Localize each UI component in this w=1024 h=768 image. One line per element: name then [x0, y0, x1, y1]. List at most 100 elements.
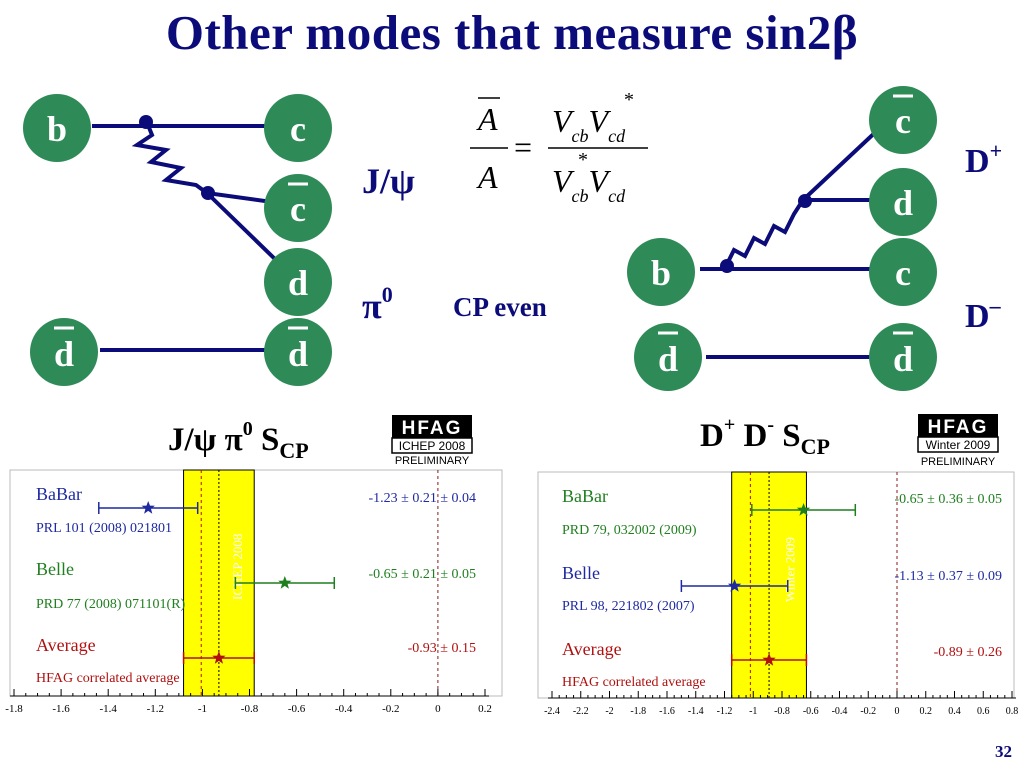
formula-lhs-den: A	[476, 159, 498, 195]
x-tick-label: 0	[895, 706, 900, 717]
quark-cbar-left	[264, 174, 332, 242]
x-tick-label: -1	[749, 706, 757, 717]
hfag-left-name: HFAG	[402, 418, 463, 439]
measurement-belle	[680, 579, 789, 592]
hfag-left-conf: ICHEP 2008	[399, 439, 466, 453]
x-tick-label: -1.2	[717, 706, 733, 717]
quark-b-right	[627, 238, 695, 306]
x-tick-label: 0.4	[948, 706, 961, 717]
jpsi-label: J/ψ	[362, 161, 415, 201]
hfag-right-name: HFAG	[928, 417, 989, 438]
right-vertex-top	[798, 194, 812, 208]
left-average-value: -0.93 ± 0.15	[408, 641, 476, 656]
amplitude-ratio-formula: A A = VcbVcd * VcbVcd *	[470, 89, 648, 206]
chart-jpsi-pi0: J/ψ π0 SCP HFAG ICHEP 2008 PRELIMINARY I…	[5, 415, 503, 715]
left-vertex-top	[139, 115, 153, 129]
quark-d-left	[264, 248, 332, 316]
quark-cbar-right	[869, 86, 937, 154]
left-belle-name: Belle	[36, 559, 74, 579]
chart-right-labels: BaBar PRD 79, 032002 (2009) Belle PRL 98…	[562, 486, 1002, 690]
x-tick-label: -0.4	[335, 703, 353, 715]
x-tick-label: -1.2	[147, 703, 164, 715]
quark-b-right-label: b	[651, 253, 671, 293]
left-babar-ref: PRL 101 (2008) 021801	[36, 521, 172, 536]
right-vertex-bottom	[720, 259, 734, 273]
formula-num-star: *	[624, 89, 634, 111]
chart-right-title: D+ D- SCP	[700, 414, 830, 459]
x-tick-label: -1.4	[99, 703, 117, 715]
star-marker	[278, 576, 292, 589]
right-belle-ref: PRL 98, 221802 (2007)	[562, 599, 695, 614]
left-diagram-lines	[92, 119, 280, 352]
x-tick-label: -0.6	[803, 706, 819, 717]
right-babar-value: -0.65 ± 0.36 ± 0.05	[894, 492, 1002, 507]
x-tick-label: -1.4	[688, 706, 704, 717]
left-babar-value: -1.23 ± 0.21 ± 0.04	[368, 491, 476, 506]
left-vertex-bottom	[201, 186, 215, 200]
star-marker	[762, 653, 776, 666]
band-label: ICHEP 2008	[230, 534, 245, 600]
x-tick-label: -2.4	[544, 706, 560, 717]
hfag-badge-right: HFAG Winter 2009 PRELIMINARY	[917, 414, 999, 468]
x-tick-label: -0.4	[832, 706, 848, 717]
right-w-boson	[724, 198, 805, 267]
right-average-name: Average	[562, 639, 622, 659]
measurement-belle	[234, 576, 336, 589]
x-tick-label: -1.6	[52, 703, 70, 715]
x-tick-label: 0.8	[1006, 706, 1019, 717]
quark-dbar-out-left	[264, 318, 332, 386]
quark-dbar-out-right	[869, 323, 937, 391]
slide-title: Other modes that measure sin2β	[165, 5, 859, 60]
x-tick-label: -0.2	[860, 706, 876, 717]
quark-b-left	[23, 94, 91, 162]
quark-cbar-left-label: c	[290, 189, 306, 229]
x-tick-label: 0.6	[977, 706, 990, 717]
dplus-label: D+	[965, 138, 1002, 180]
x-tick-label: -2	[605, 706, 613, 717]
x-tick-label: 0	[435, 703, 441, 715]
x-tick-label: -1.8	[5, 703, 23, 715]
right-cbar-line	[801, 124, 884, 202]
right-average-ref: HFAG correlated average	[562, 675, 706, 690]
x-tick-label: -0.2	[382, 703, 399, 715]
quark-labels: b c c d d d c d b c d d	[47, 101, 913, 379]
formula-lhs-num: A	[476, 101, 498, 137]
x-tick-label: -1.8	[630, 706, 646, 717]
x-tick-label: -0.6	[288, 703, 306, 715]
slide-number: 32	[995, 742, 1012, 761]
quark-cbar-right-label: c	[895, 101, 911, 141]
hfag-right-conf: Winter 2009	[926, 438, 991, 452]
right-babar-name: BaBar	[562, 486, 608, 506]
quark-dbar-in-right-label: d	[658, 339, 678, 379]
meson-labels: J/ψ π0 CP even D+ D–	[362, 138, 1002, 335]
measurement-babar	[98, 501, 199, 514]
measurement-average	[182, 651, 255, 664]
star-marker	[212, 651, 226, 664]
quark-d-left-label: d	[288, 263, 308, 303]
chart-left-labels: BaBar PRL 101 (2008) 021801 Belle PRD 77…	[36, 484, 476, 686]
formula-den-star: *	[578, 149, 588, 171]
left-vertices	[139, 115, 215, 200]
left-w-boson	[131, 119, 209, 195]
quark-d-right	[869, 168, 937, 236]
measurement-babar	[751, 503, 857, 516]
star-marker	[727, 579, 742, 592]
x-tick-label: 0.2	[920, 706, 933, 717]
star-marker	[141, 501, 155, 514]
quark-c-right	[869, 238, 937, 306]
quark-dbar-in-left	[30, 318, 98, 386]
formula-rhs-num: VcbVcd	[552, 103, 626, 146]
x-tick-label: -0.8	[774, 706, 790, 717]
antiquark-bars	[54, 94, 913, 335]
quark-dbar-in-right	[634, 323, 702, 391]
cp-even-label: CP even	[453, 292, 547, 322]
right-diagram-lines	[700, 124, 884, 359]
quark-dbar-out-left-label: d	[288, 334, 308, 374]
right-average-value: -0.89 ± 0.26	[934, 645, 1002, 660]
right-vertices	[720, 194, 812, 273]
left-belle-value: -0.65 ± 0.21 ± 0.05	[368, 567, 476, 582]
left-average-name: Average	[36, 635, 96, 655]
x-tick-label: -2.2	[573, 706, 589, 717]
left-babar-name: BaBar	[36, 484, 82, 504]
hfag-left-status: PRELIMINARY	[395, 455, 470, 467]
